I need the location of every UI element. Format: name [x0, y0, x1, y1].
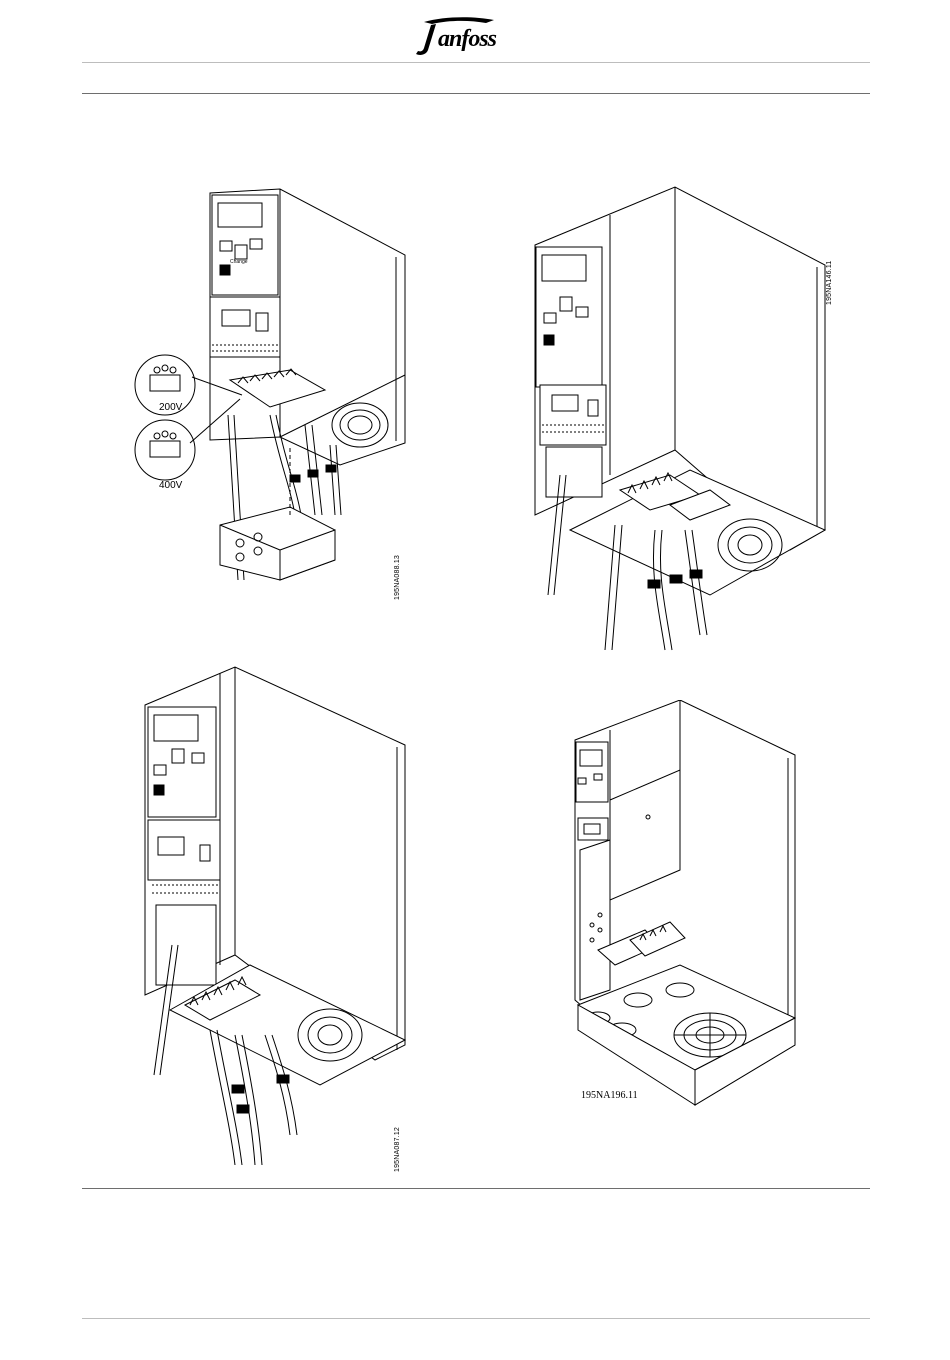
svg-text:anfoss: anfoss	[438, 26, 497, 52]
header-rule-light	[82, 62, 870, 63]
danfoss-logo: anfoss	[414, 14, 538, 60]
callout-400v: 400V	[159, 480, 182, 491]
svg-text:Change: Change	[230, 259, 248, 265]
footer-rule-top	[82, 1188, 870, 1189]
figure-top-right-drawing	[530, 185, 835, 655]
figure-top-left-drawing: Change	[130, 185, 410, 600]
figure-code: 195NA146.11	[826, 261, 833, 306]
callout-200v: 200V	[159, 402, 182, 413]
figure-code: 195NA087.12	[394, 1127, 401, 1172]
figure-bottom-left-drawing	[140, 665, 410, 1170]
figure-code: 195NA088.13	[394, 555, 401, 600]
header-rule	[82, 93, 870, 94]
footer-rule-bottom	[82, 1318, 870, 1319]
figure-bottom-right-drawing	[570, 700, 800, 1110]
figure-code: 195NA196.11	[581, 1090, 638, 1101]
